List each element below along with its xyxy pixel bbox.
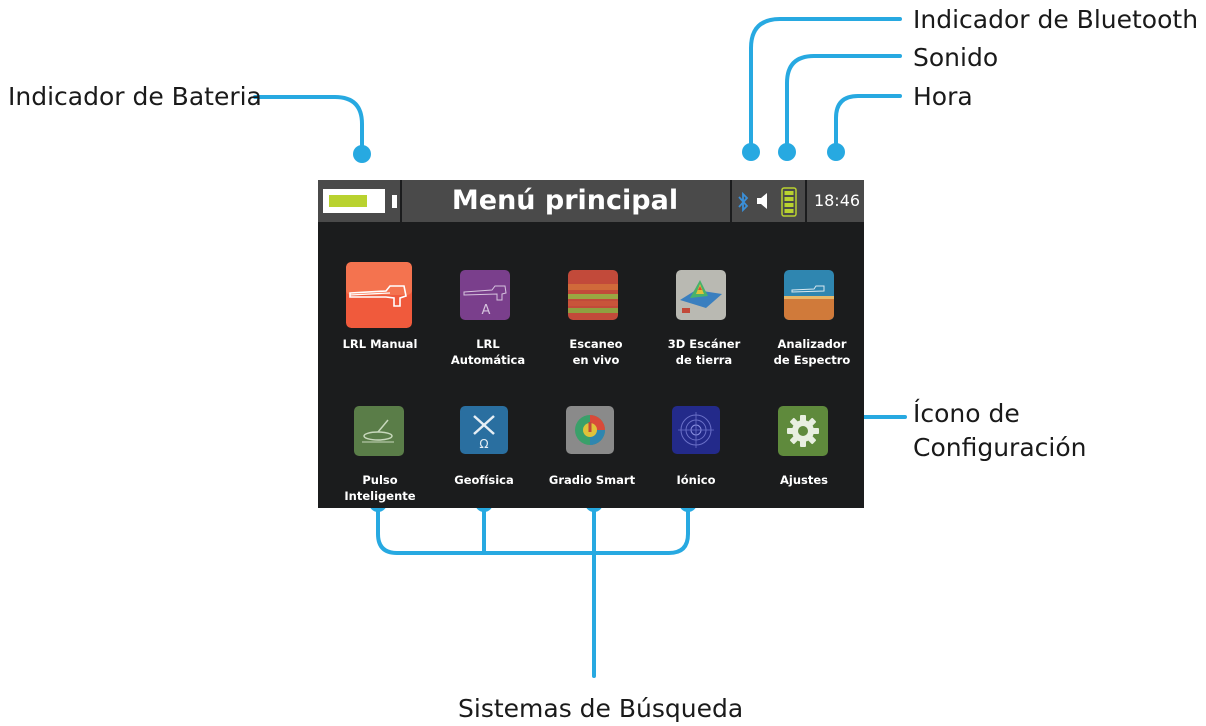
clock: 18:46	[813, 191, 861, 210]
menu-item-live-scan[interactable]: Escaneo en vivo	[542, 262, 650, 372]
bluetooth-callout-line	[749, 17, 902, 152]
bluetooth-callout-label: Indicador de Bluetooth	[913, 5, 1199, 34]
battery-callout-dot	[353, 145, 371, 163]
status-bar: Menú principal 18:46	[318, 180, 864, 222]
battery-callout-line	[253, 95, 364, 155]
menu-item-label: Pulso Inteligente	[344, 473, 416, 503]
menu-item-label: 3D Escáner de tierra	[667, 337, 741, 367]
menu-item-label: Geofísica	[454, 473, 514, 487]
bluetooth-icon	[738, 192, 749, 212]
menu-item-label: Ajustes	[779, 473, 829, 487]
signal-bars-icon	[781, 187, 797, 217]
battery-level-fill	[329, 195, 367, 207]
svg-text:A: A	[482, 303, 491, 318]
search-systems-callout-label: Sistemas de Búsqueda	[458, 694, 744, 723]
spectrum-analyzer-icon	[784, 270, 834, 320]
sound-callout-dot	[778, 143, 796, 161]
settings-callout-label-line1: Ícono de	[913, 399, 1020, 428]
page-title: Menú principal	[451, 185, 679, 216]
gradio-smart-icon	[566, 406, 614, 454]
battery-tip	[392, 195, 397, 208]
menu-item-label: Escaneo en vivo	[569, 337, 623, 367]
status-divider	[805, 180, 807, 222]
menu-item-label: Analizador de Espectro	[773, 337, 851, 367]
menu-item-spectrum-analyzer[interactable]: Analizador de Espectro	[758, 262, 866, 372]
menu-item-smart-pulse[interactable]: Pulso Inteligente	[326, 400, 434, 503]
lrl-manual-icon	[346, 262, 412, 328]
menu-item-label: LRL Manual	[342, 337, 418, 351]
svg-text:Ω: Ω	[479, 437, 488, 451]
time-callout-label: Hora	[913, 82, 973, 111]
3d-ground-scanner-icon	[676, 270, 726, 320]
lrl-automatic-icon: A	[460, 270, 510, 320]
geophysics-icon: Ω	[460, 406, 508, 454]
sound-callout-line	[785, 54, 902, 152]
status-divider	[730, 180, 732, 222]
device-screen: Menú principal 18:46 LRL Manual	[318, 180, 864, 508]
battery-callout-label: Indicador de Bateria	[8, 82, 262, 111]
menu-item-label: Gradio Smart	[548, 473, 636, 487]
menu-item-label: Iónico	[676, 473, 716, 487]
settings-callout-label-line2: Configuración	[913, 433, 1087, 462]
smart-pulse-icon	[354, 406, 404, 456]
status-divider	[400, 180, 402, 222]
menu-item-settings[interactable]: Ajustes	[750, 400, 858, 500]
menu-item-lrl-manual[interactable]: LRL Manual	[326, 262, 434, 362]
battery-indicator	[323, 189, 385, 213]
menu-item-gradio-smart[interactable]: Gradio Smart	[538, 400, 646, 500]
search-systems-bracket	[376, 503, 690, 555]
menu-item-lrl-automatic[interactable]: A LRL Automática	[434, 262, 542, 372]
speaker-icon	[757, 193, 767, 209]
time-callout-dot	[827, 143, 845, 161]
bluetooth-callout-dot	[742, 143, 760, 161]
ionic-icon	[672, 406, 720, 454]
sound-callout-label: Sonido	[913, 43, 999, 72]
menu-item-ionic[interactable]: Iónico	[642, 400, 750, 500]
menu-item-label: LRL Automática	[450, 337, 526, 367]
time-callout-line	[834, 94, 902, 152]
settings-gear-icon	[778, 406, 828, 456]
menu-item-3d-ground-scanner[interactable]: 3D Escáner de tierra	[650, 262, 758, 372]
live-scan-icon	[568, 270, 618, 320]
menu-item-geophysics[interactable]: Ω Geofísica	[430, 400, 538, 500]
